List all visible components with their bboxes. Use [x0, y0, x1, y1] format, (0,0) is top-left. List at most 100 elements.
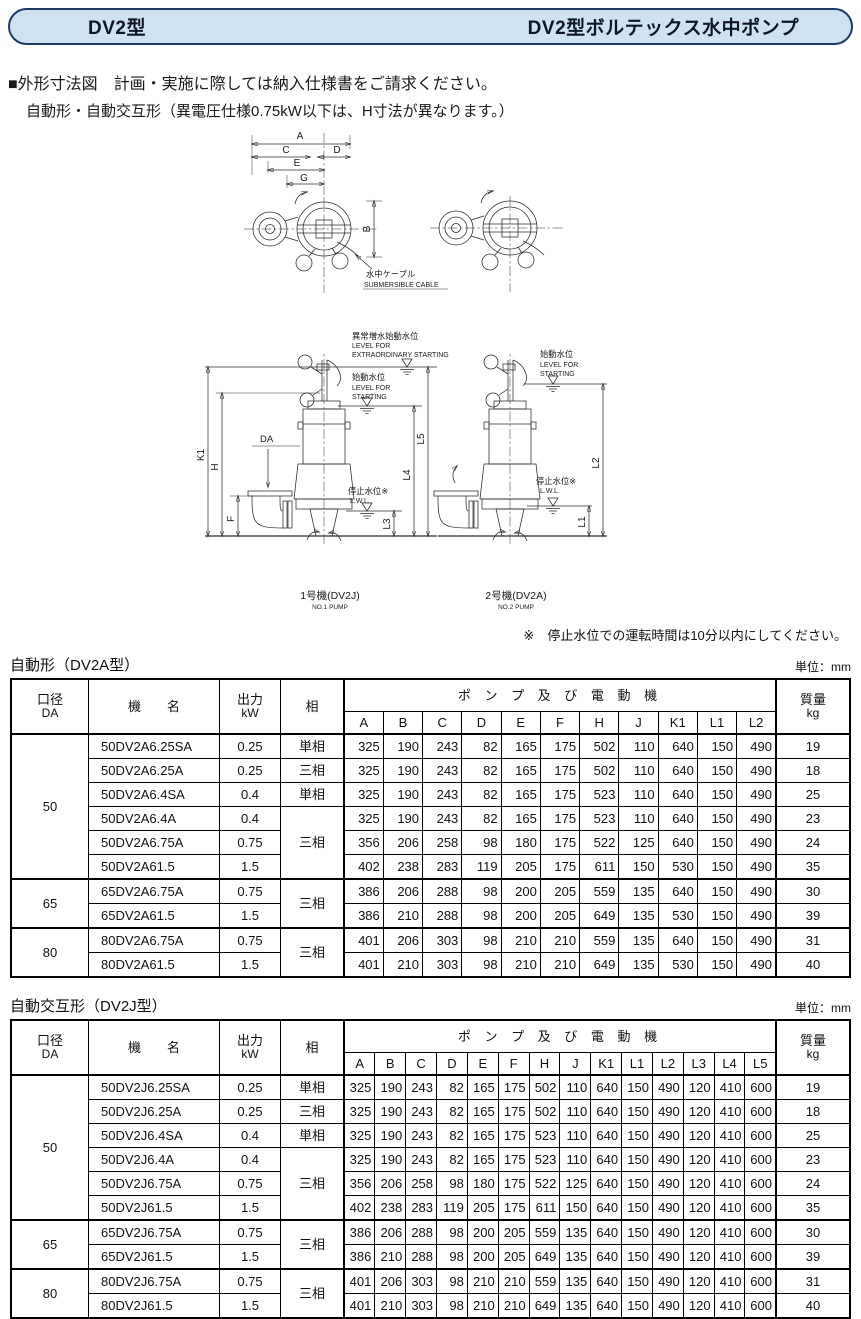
cell-dim: 210	[382, 952, 424, 978]
cell-model: 80DV2A6.75A	[88, 927, 220, 953]
dim-label-e: E	[294, 158, 301, 169]
level-starting-jp: 始動水位	[352, 372, 385, 382]
cell-dim: 386	[343, 1219, 376, 1245]
cell-dim: 82	[436, 1074, 468, 1100]
cell-dim: 303	[422, 952, 463, 978]
cell-dim: 640	[590, 1074, 623, 1100]
cell-dim: 200	[466, 1219, 499, 1245]
cell-dim: 98	[436, 1293, 468, 1319]
cell-dim: 165	[500, 806, 541, 831]
cell-dim: 243	[422, 806, 463, 831]
cell-dim: 490	[651, 1219, 684, 1245]
cell-dim: 119	[461, 854, 502, 880]
table2-unit-label: 単位：mm	[795, 1001, 851, 1015]
cell-mass: 31	[775, 1268, 851, 1294]
cell-dim: 165	[466, 1123, 499, 1148]
cell-phase: 三相	[280, 806, 345, 880]
operation-note: ※ 停止水位での運転時間は10分以内にしてください。	[523, 628, 847, 643]
cell-dim: 205	[500, 854, 541, 880]
cell-dim: 640	[657, 927, 698, 953]
cell-dim: 649	[579, 903, 620, 929]
cell-bore: 65	[10, 878, 89, 929]
header-dim-K1: K1	[590, 1052, 623, 1076]
cell-dim: 135	[559, 1244, 592, 1270]
cell-dim: 98	[436, 1244, 468, 1270]
cell-dim: 490	[736, 927, 777, 953]
cell-phase: 三相	[280, 1147, 345, 1221]
cell-dim: 120	[682, 1099, 715, 1124]
cell-dim: 98	[436, 1171, 468, 1196]
cell-phase: 三相	[280, 1099, 345, 1124]
cell-dim: 206	[374, 1171, 407, 1196]
header-dim-K1: K1	[657, 711, 698, 735]
cell-mass: 30	[775, 878, 851, 904]
cell-dim: 401	[342, 927, 384, 953]
header-phase: 相	[280, 678, 345, 735]
cell-dim: 210	[466, 1293, 499, 1319]
side-view-2-dimensions: L1 L2	[577, 384, 603, 536]
cell-dim: 490	[736, 782, 777, 807]
cell-dim: 210	[374, 1244, 407, 1270]
cell-dim: 303	[405, 1293, 438, 1319]
cell-dim: 150	[696, 878, 738, 904]
cell-dim: 135	[618, 952, 659, 978]
cell-power: 0.75	[219, 1219, 281, 1245]
cell-dim: 559	[528, 1219, 561, 1245]
cell-dim: 200	[500, 903, 541, 929]
header-dim-D: D	[436, 1052, 468, 1076]
level-stop2-en: L.W.L.	[540, 488, 560, 495]
cell-dim: 523	[528, 1147, 561, 1172]
dim-label-l1: L1	[577, 516, 588, 528]
cell-mass: 39	[775, 903, 851, 929]
cell-power: 1.5	[219, 903, 281, 929]
cell-dim: 135	[559, 1219, 592, 1245]
dim-label-l2: L2	[591, 457, 602, 469]
cell-dim: 200	[500, 878, 541, 904]
header-dim-L4: L4	[713, 1052, 746, 1076]
cell-dim: 490	[651, 1244, 684, 1270]
cell-dim: 150	[621, 1147, 653, 1172]
cell-dim: 150	[696, 903, 738, 929]
section-subheading: 自動形・自動交互形（異電圧仕様0.75kW以下は、H寸法が異なります。）	[26, 103, 514, 120]
cell-dim: 288	[422, 903, 463, 929]
cell-dim: 325	[343, 1099, 376, 1124]
cell-dim: 649	[528, 1293, 561, 1319]
header-dim-L3: L3	[682, 1052, 715, 1076]
header-dim-H: H	[528, 1052, 561, 1076]
dim-label-l5: L5	[416, 433, 427, 445]
cell-dim: 150	[621, 1123, 653, 1148]
cell-power: 0.25	[219, 758, 281, 783]
cell-dim: 522	[579, 830, 620, 855]
cell-dim: 490	[736, 806, 777, 831]
cell-dim: 325	[342, 806, 384, 831]
cell-dim: 600	[744, 1244, 777, 1270]
cell-dim: 490	[736, 903, 777, 929]
cell-dim: 210	[500, 927, 541, 953]
cell-dim: 288	[422, 878, 463, 904]
cell-dim: 150	[696, 854, 738, 880]
cell-dim: 238	[382, 854, 424, 880]
cell-dim: 135	[559, 1268, 592, 1294]
cell-dim: 356	[342, 830, 384, 855]
cell-dim: 205	[539, 878, 581, 904]
cell-mass: 24	[775, 830, 851, 855]
cell-dim: 120	[682, 1219, 715, 1245]
cell-dim: 150	[696, 758, 738, 783]
cell-dim: 401	[342, 952, 384, 978]
cell-mass: 40	[775, 1293, 851, 1319]
cell-power: 0.25	[219, 733, 281, 759]
cell-model: 50DV2J61.5	[88, 1195, 220, 1221]
level-stop-jp: 停止水位※	[348, 486, 388, 496]
cell-dim: 150	[559, 1195, 592, 1221]
cell-mass: 31	[775, 927, 851, 953]
cell-dim: 600	[744, 1268, 777, 1294]
caption-pump1-en: NO.1 PUMP	[312, 604, 348, 611]
level-starting-en1: LEVEL FOR	[352, 385, 390, 392]
cell-dim: 600	[744, 1293, 777, 1319]
cell-dim: 190	[374, 1074, 407, 1100]
cell-dim: 119	[436, 1195, 468, 1221]
cell-mass: 24	[775, 1171, 851, 1196]
